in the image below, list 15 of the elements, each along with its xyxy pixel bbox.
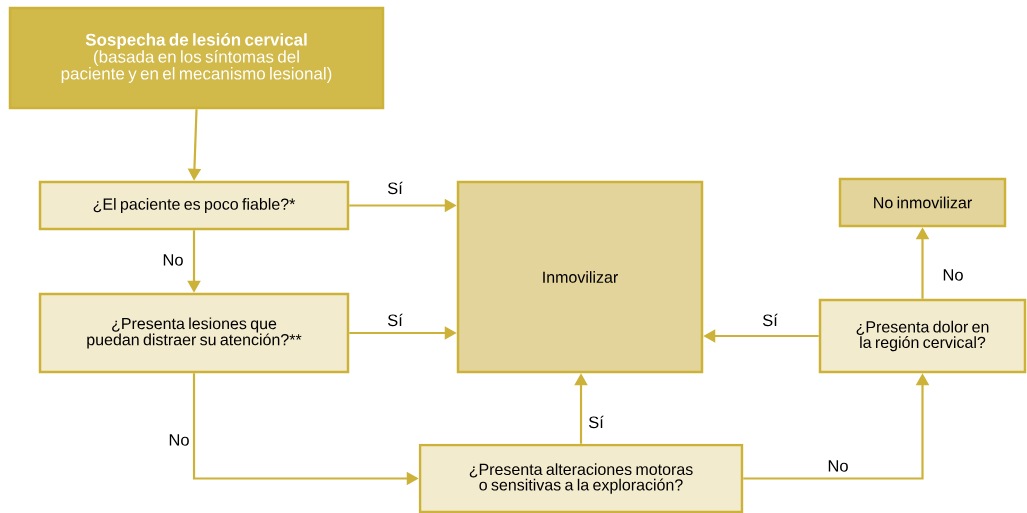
edge-label: Sí bbox=[587, 414, 605, 430]
edge-label: No bbox=[167, 433, 191, 447]
title-box: Sospecha de lesión cervical (basada en los síntomas del paciente y en el mecanismo lesional) bbox=[8, 6, 385, 110]
question-box: ¿Presenta alteraciones motoras o sensitivas a la exploración? bbox=[418, 443, 744, 513]
edge-label: No bbox=[941, 268, 965, 282]
question-box: ¿El paciente es poco fiable?* bbox=[38, 180, 350, 231]
outcome-box: Inmovilizar bbox=[456, 180, 704, 374]
question-box: ¿Presenta lesiones que puedan distraer su atención?** bbox=[38, 292, 350, 374]
question-box: ¿Presenta dolor en la región cervical? bbox=[818, 298, 1027, 374]
edge-label: Sí bbox=[761, 312, 779, 328]
edge-label: Sí bbox=[386, 312, 404, 328]
edge-label: Sí bbox=[386, 180, 404, 196]
edge-label: No bbox=[826, 459, 850, 473]
edge-label: No bbox=[161, 253, 185, 267]
outcome-box: No inmovilizar bbox=[838, 177, 1007, 228]
